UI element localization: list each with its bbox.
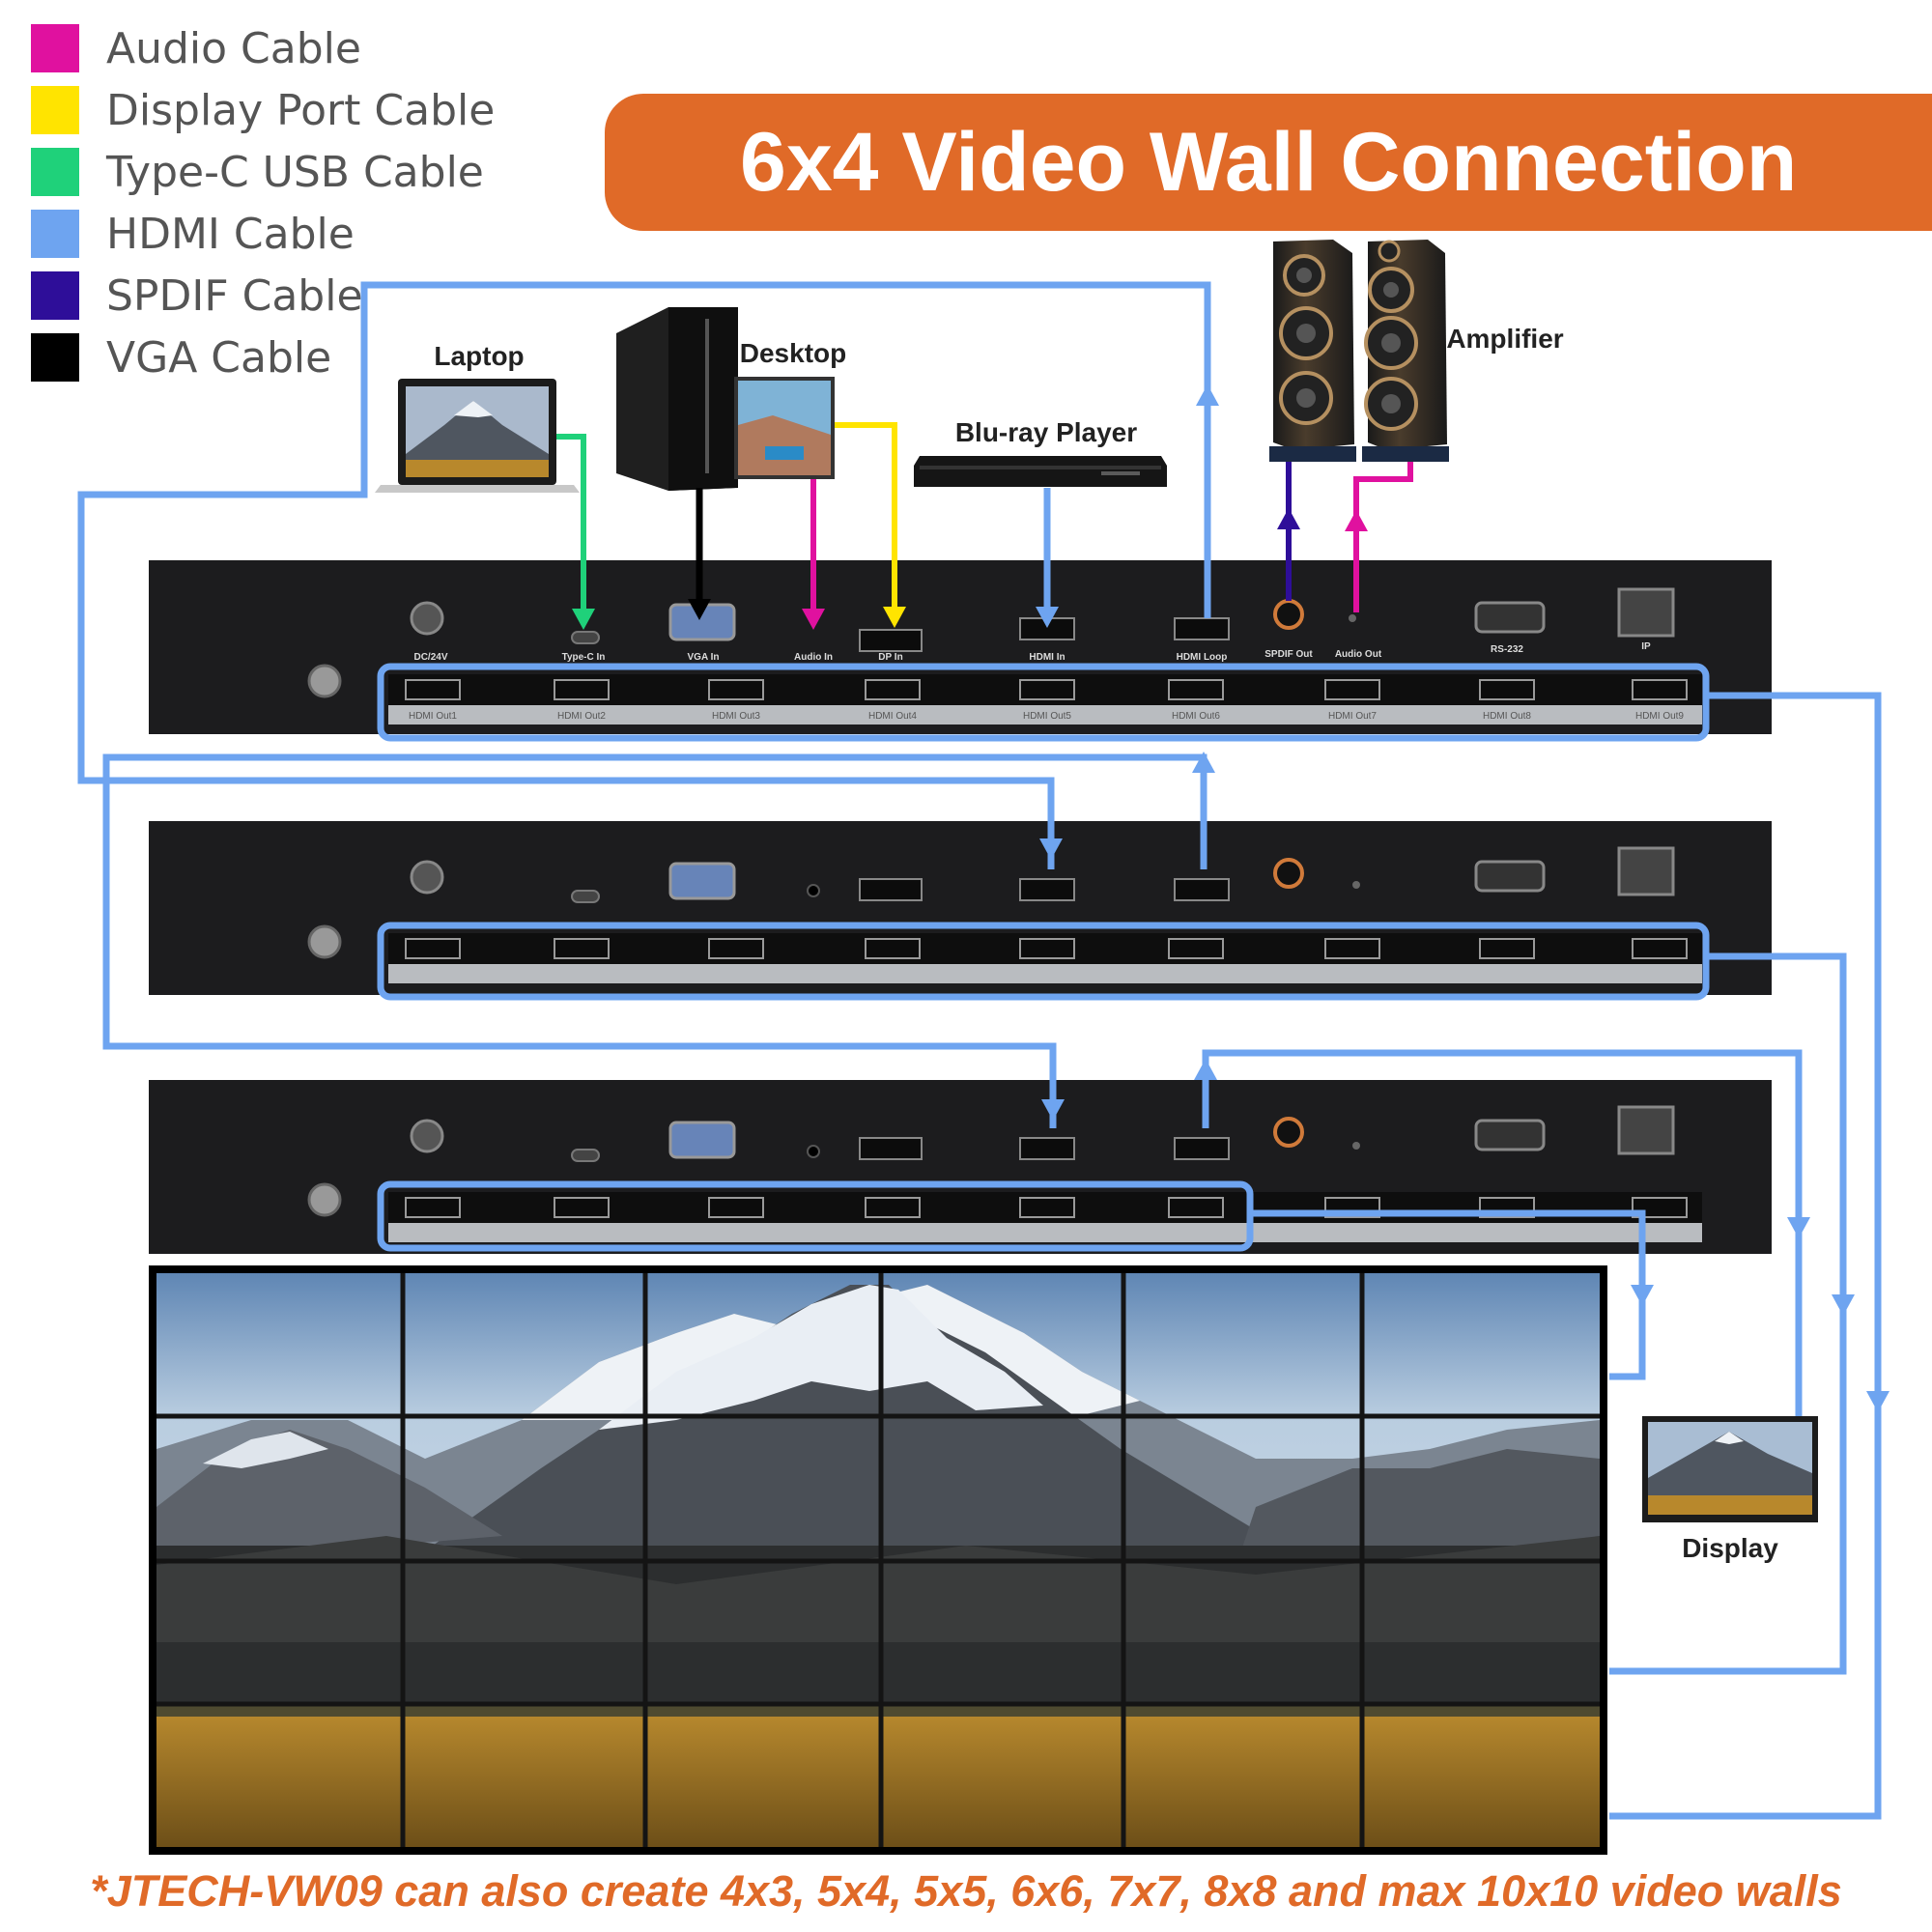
display-device: Display bbox=[1642, 1416, 1818, 1563]
typec-cable bbox=[556, 434, 595, 630]
footnote: *JTECH-VW09 can also create 4x3, 5x4, 5x… bbox=[90, 1866, 1842, 1916]
legend-label: Type-C USB Cable bbox=[106, 147, 484, 197]
output-label-2: HDMI Out2 bbox=[557, 711, 606, 722]
display-label: Display bbox=[1682, 1533, 1778, 1563]
output-label-4: HDMI Out4 bbox=[868, 711, 917, 722]
port-label-hdmi-loop: HDMI Loop bbox=[1177, 652, 1228, 663]
desktop-device: Desktop bbox=[616, 307, 846, 491]
video-wall bbox=[149, 1265, 1607, 1855]
swatch-hdmi bbox=[31, 210, 79, 258]
swatch-displayport bbox=[31, 86, 79, 134]
desktop-label: Desktop bbox=[740, 338, 846, 368]
port-label-dc: DC/24V bbox=[413, 652, 447, 663]
swatch-vga bbox=[31, 333, 79, 382]
audio-out-cable bbox=[1345, 462, 1413, 612]
port-label-typec: Type-C In bbox=[562, 652, 606, 663]
legend-item-typec: Type-C USB Cable bbox=[31, 141, 495, 203]
port-label-dp: DP In bbox=[878, 652, 902, 663]
laptop-label: Laptop bbox=[434, 341, 524, 371]
output-label-1: HDMI Out1 bbox=[409, 711, 457, 722]
port-label-hdmi-in: HDMI In bbox=[1029, 652, 1065, 663]
legend-item-hdmi: HDMI Cable bbox=[31, 203, 495, 265]
legend-label: Display Port Cable bbox=[106, 85, 496, 135]
hdmi-arrows bbox=[1036, 384, 1889, 1412]
legend-label: VGA Cable bbox=[106, 332, 332, 383]
output-label-5: HDMI Out5 bbox=[1023, 711, 1071, 722]
port-label-audio-in: Audio In bbox=[794, 652, 833, 663]
output-label-8: HDMI Out8 bbox=[1483, 711, 1531, 722]
cable-legend: Audio Cable Display Port Cable Type-C US… bbox=[31, 17, 495, 388]
port-label-ip: IP bbox=[1641, 641, 1651, 652]
port-label-spdif: SPDIF Out bbox=[1264, 649, 1313, 660]
legend-item-displayport: Display Port Cable bbox=[31, 79, 495, 141]
output-label-9: HDMI Out9 bbox=[1635, 711, 1684, 722]
port-label-audio-out: Audio Out bbox=[1335, 649, 1382, 660]
controller-unit-2 bbox=[149, 821, 1772, 995]
port-label-rs232: RS-232 bbox=[1491, 644, 1523, 655]
audio-in-cable bbox=[802, 479, 825, 630]
legend-label: HDMI Cable bbox=[106, 209, 355, 259]
swatch-typec bbox=[31, 148, 79, 196]
legend-item-audio: Audio Cable bbox=[31, 17, 495, 79]
vga-cable bbox=[688, 488, 711, 620]
output-label-3: HDMI Out3 bbox=[712, 711, 760, 722]
page-title: 6x4 Video Wall Connection bbox=[740, 115, 1798, 209]
laptop-device: Laptop bbox=[375, 341, 580, 493]
controller-unit-1: DC/24V Type-C In VGA In Audio In DP In H… bbox=[149, 560, 1772, 734]
bluray-label: Blu-ray Player bbox=[955, 417, 1137, 447]
amplifier-speakers: Amplifier bbox=[1269, 240, 1564, 462]
displayport-cable bbox=[835, 422, 906, 628]
legend-label: Audio Cable bbox=[106, 23, 361, 73]
output-label-7: HDMI Out7 bbox=[1328, 711, 1377, 722]
legend-label: SPDIF Cable bbox=[106, 270, 363, 321]
legend-item-vga: VGA Cable bbox=[31, 327, 495, 388]
swatch-spdif bbox=[31, 271, 79, 320]
title-banner: 6x4 Video Wall Connection bbox=[605, 94, 1932, 231]
swatch-audio bbox=[31, 24, 79, 72]
spdif-cable bbox=[1277, 462, 1300, 601]
legend-item-spdif: SPDIF Cable bbox=[31, 265, 495, 327]
bluray-player-device: Blu-ray Player bbox=[914, 417, 1167, 487]
port-label-vga: VGA In bbox=[688, 652, 720, 663]
output-label-6: HDMI Out6 bbox=[1172, 711, 1220, 722]
amplifier-label: Amplifier bbox=[1446, 324, 1563, 354]
controller-unit-3 bbox=[149, 1080, 1772, 1254]
